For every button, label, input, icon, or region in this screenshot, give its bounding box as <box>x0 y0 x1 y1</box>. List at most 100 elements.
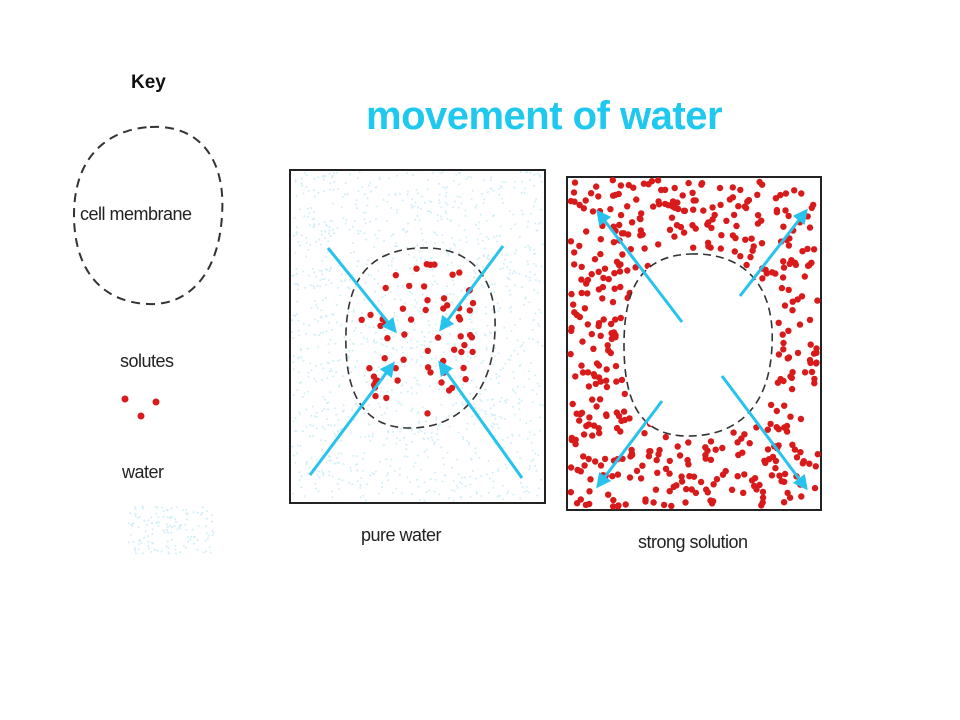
water-particle <box>331 202 334 205</box>
water-particle <box>307 371 310 374</box>
water-particle <box>484 277 487 280</box>
water-particle <box>298 411 301 414</box>
water-particle <box>536 172 539 175</box>
water-particle <box>339 428 342 431</box>
water-particle <box>413 264 416 267</box>
water-particle <box>291 331 293 334</box>
water-particle <box>531 389 534 392</box>
water-particle <box>316 458 319 461</box>
water-particle <box>528 276 531 279</box>
solute-particle <box>611 285 618 292</box>
water-particle <box>451 293 454 296</box>
solute-particle <box>420 283 428 290</box>
solute-particle <box>444 302 451 309</box>
water-particle <box>186 513 189 516</box>
water-particle <box>182 544 185 547</box>
solute-particle <box>382 284 389 292</box>
water-particle <box>464 209 467 212</box>
water-particle <box>532 184 535 187</box>
water-particle <box>519 457 522 460</box>
water-particle <box>453 200 456 203</box>
solute-particle <box>735 203 742 210</box>
water-particle <box>305 186 308 188</box>
water-particle <box>129 533 132 536</box>
water-particle <box>378 178 381 181</box>
water-particle <box>367 434 370 437</box>
solute-particle <box>814 297 821 304</box>
water-particle <box>308 466 311 469</box>
water-particle <box>398 473 401 476</box>
solute-particle <box>773 424 780 431</box>
solute-particle <box>591 256 599 263</box>
water-particle <box>318 470 321 473</box>
solute-particle <box>579 369 587 376</box>
water-particle <box>147 544 150 547</box>
water-particle <box>478 256 481 259</box>
solute-particle <box>791 446 799 453</box>
solute-particle <box>794 349 802 357</box>
water-particle <box>322 395 325 398</box>
solute-particle <box>713 476 721 483</box>
water-particle <box>504 399 507 402</box>
water-particle <box>518 434 521 437</box>
water-particle <box>410 339 413 342</box>
water-particle <box>310 369 313 372</box>
water-particle <box>499 268 502 270</box>
water-particle <box>143 519 146 522</box>
water-particle <box>538 325 541 328</box>
water-particle <box>356 265 359 268</box>
water-particle <box>336 430 339 433</box>
water-particle <box>327 240 330 243</box>
water-particle <box>370 274 373 277</box>
water-particle <box>441 234 444 237</box>
water-particle <box>411 292 414 295</box>
water-particle <box>529 362 532 365</box>
solute-particle <box>601 265 609 272</box>
water-particle <box>496 240 499 243</box>
water-particle <box>291 274 294 277</box>
water-particle <box>294 178 297 181</box>
water-particle <box>518 364 521 367</box>
water-particle <box>208 534 210 537</box>
water-particle <box>472 276 475 279</box>
water-particle <box>470 458 473 461</box>
water-particle <box>396 245 399 247</box>
water-particle <box>204 539 207 542</box>
solute-particle <box>737 253 744 260</box>
water-particle <box>301 270 304 273</box>
water-particle <box>518 398 521 401</box>
water-particle <box>470 176 473 179</box>
water-particle <box>329 338 332 341</box>
water-particle <box>292 394 295 397</box>
water-particle <box>399 430 402 433</box>
water-particle <box>161 506 164 509</box>
water-particle <box>510 227 513 230</box>
water-particle <box>457 473 460 476</box>
water-particle <box>333 432 336 435</box>
water-particle <box>329 391 332 394</box>
water-particle <box>471 415 474 418</box>
water-particle <box>132 540 135 543</box>
water-particle <box>333 424 336 427</box>
solute-particle <box>424 297 431 304</box>
water-particle <box>474 452 477 454</box>
water-particle <box>520 399 523 402</box>
water-particle <box>467 175 470 178</box>
water-particle <box>519 497 522 500</box>
water-particle <box>185 512 187 515</box>
water-particle <box>364 499 367 502</box>
water-particle <box>335 456 338 459</box>
solute-particle <box>759 275 766 282</box>
water-particle <box>392 430 395 433</box>
water-particle <box>521 486 524 489</box>
water-particle <box>450 301 452 304</box>
water-particle <box>306 207 309 210</box>
water-particle <box>465 331 468 334</box>
solute-particle <box>698 181 705 188</box>
water-particle <box>476 263 479 266</box>
water-particle <box>373 246 376 248</box>
water-particle <box>423 344 426 347</box>
solute-particle <box>611 270 618 277</box>
solute-particle <box>810 350 818 357</box>
water-particle <box>395 442 398 445</box>
